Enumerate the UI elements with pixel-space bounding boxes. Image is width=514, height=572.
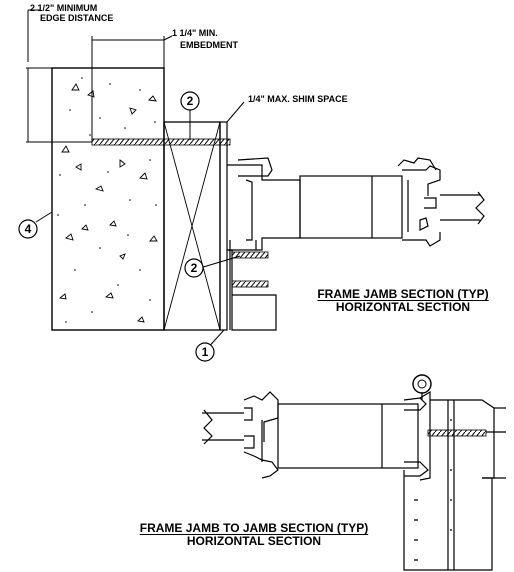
callout-2-mid <box>184 258 204 278</box>
embedment-note-line2: EMBEDMENT <box>180 40 238 50</box>
callout-4-number: 4 <box>24 222 32 236</box>
jamb-to-jamb-title-text: FRAME JAMB TO JAMB SECTION (TYP) <box>139 521 369 535</box>
glazing-unit <box>299 157 485 247</box>
anchor-eye <box>412 374 432 400</box>
jamb-to-jamb-subtitle: HORIZONTAL SECTION <box>186 534 322 548</box>
edge-distance-dimension <box>26 9 92 143</box>
jamb-to-jamb-profile <box>202 390 506 571</box>
callout-4 <box>18 219 38 239</box>
callout-1 <box>195 342 215 362</box>
shim-space-note: 1/4" MAX. SHIM SPACE <box>248 94 348 104</box>
frame-screw-lower <box>231 280 269 288</box>
frame-jamb-profile <box>227 157 301 331</box>
callout-1-number: 1 <box>201 345 209 359</box>
edge-distance-note-line1: 2 1/2" MINIMUM <box>30 3 98 13</box>
callout-2-top <box>180 91 200 111</box>
embedment-note-line1: 1 1/4" MIN. <box>172 28 218 38</box>
screw-anchor-bottom <box>427 429 487 437</box>
edge-distance-note-line2: EDGE DISTANCE <box>40 13 114 23</box>
jamb-section-title: FRAME JAMB SECTION (TYP) <box>298 288 508 300</box>
jamb-section-title-text: FRAME JAMB SECTION (TYP) <box>317 287 489 301</box>
screw-anchor <box>91 138 231 146</box>
concrete-wall <box>51 67 165 331</box>
wood-buck <box>163 121 221 331</box>
jamb-section-subtitle: HORIZONTAL SECTION <box>335 300 471 314</box>
callout-2-top-number: 2 <box>186 94 194 108</box>
jamb-to-jamb-title: FRAME JAMB TO JAMB SECTION (TYP) <box>106 522 402 534</box>
embedment-dimension <box>91 35 173 142</box>
callout-2-mid-number: 2 <box>190 261 198 275</box>
